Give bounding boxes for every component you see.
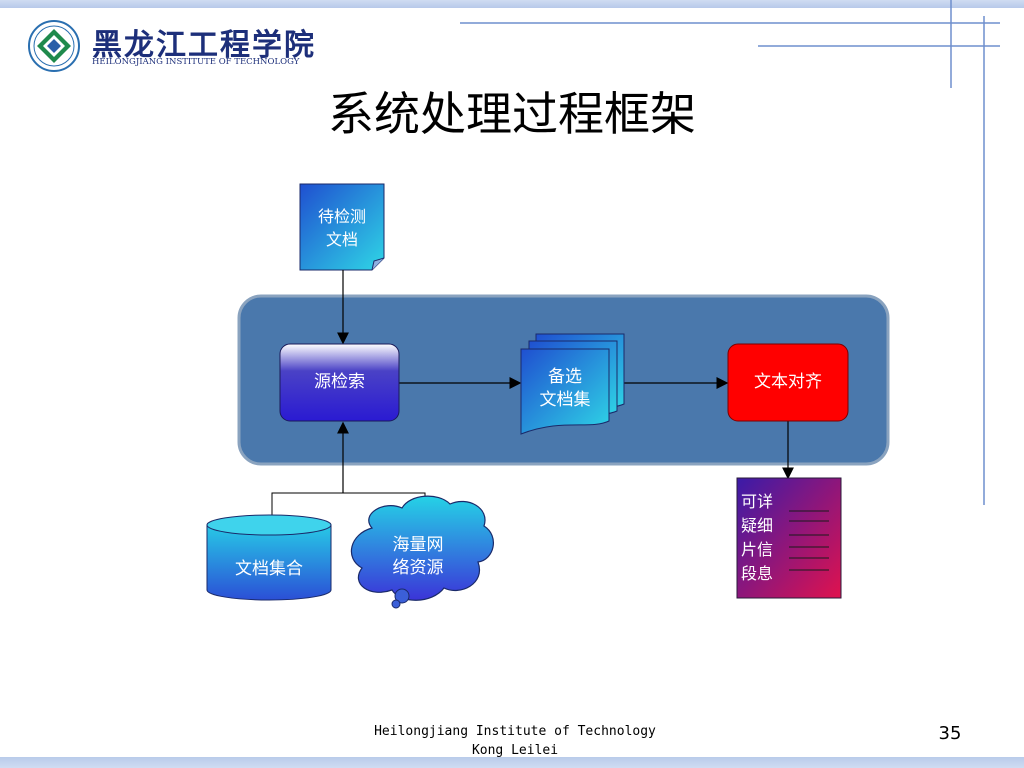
output-document-shape: [736, 477, 842, 599]
input-document-label: 待检测 文档: [317, 207, 366, 249]
document-collection-cylinder: [206, 514, 332, 601]
top-accent-bar: [0, 0, 1024, 8]
output-document-label: 可详 疑细 片信 段息: [741, 492, 774, 583]
institute-logo: [28, 20, 80, 72]
footer-institute: Heilongjiang Institute of Technology: [374, 724, 656, 739]
bottom-accent-bar: [0, 757, 1024, 768]
document-collection-label: 文档集合: [235, 559, 303, 579]
retrieval-box: [279, 343, 400, 422]
web-resources-cloud: [350, 495, 494, 609]
logo-chinese-name: 黑龙江工程学院: [92, 28, 316, 63]
alignment-box: [727, 343, 849, 422]
retrieval-label: 源检索: [314, 372, 365, 392]
web-resources-label: 海量网 络资源: [392, 535, 444, 578]
slide-title: 系统处理过程框架: [328, 87, 696, 141]
logo-english-name: HEILONGJIANG INSTITUTE OF TECHNOLOGY: [92, 57, 300, 67]
page-number: 35: [938, 723, 962, 744]
footer-author: Kong Leilei: [471, 743, 559, 758]
candidate-docs-label: 备选 文档集: [539, 367, 591, 410]
output-text-lines: [789, 510, 829, 571]
alignment-label: 文本对齐: [754, 372, 822, 392]
candidate-docs-shape: [520, 333, 625, 435]
